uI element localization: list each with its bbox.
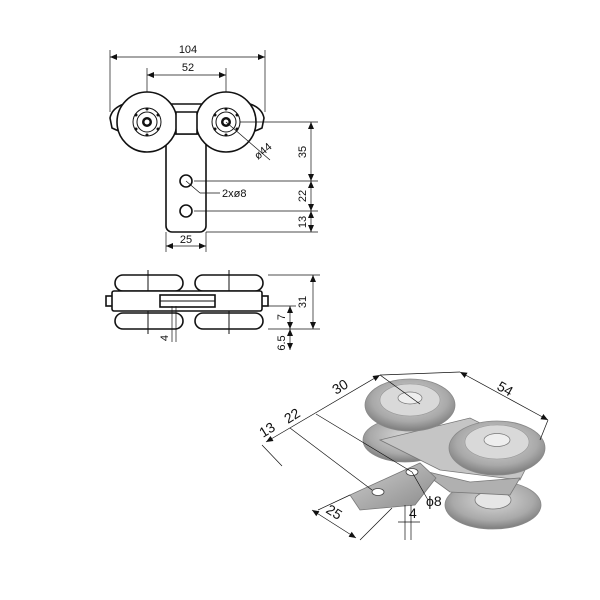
iso-dim-4: 4 bbox=[409, 505, 417, 521]
iso-plate bbox=[349, 462, 437, 511]
iso-dim-54: 54 bbox=[495, 378, 517, 400]
side-view: 31 7 6.5 4 bbox=[105, 270, 320, 351]
dim-6-5: 6.5 bbox=[276, 335, 288, 350]
dim-4-side: 4 bbox=[159, 335, 171, 341]
dim-holes: 2xø8 bbox=[222, 188, 246, 200]
iso-dim-hole: ϕ8 bbox=[426, 493, 442, 509]
iso-dim-13: 13 bbox=[256, 419, 278, 441]
isometric-view: 13 22 30 54 25 4 ϕ8 bbox=[256, 371, 549, 541]
dim-104: 104 bbox=[179, 44, 197, 56]
center-bridge bbox=[175, 111, 198, 135]
dim-13: 13 bbox=[297, 216, 309, 228]
dim-31: 31 bbox=[297, 296, 309, 308]
dim-7: 7 bbox=[276, 314, 288, 320]
dim-diameter-44: ø44 bbox=[252, 141, 274, 162]
iso-dim-22: 22 bbox=[281, 405, 303, 427]
hole-lower bbox=[179, 204, 193, 218]
iso-dim-30: 30 bbox=[329, 376, 351, 398]
front-view: 104 52 35 22 13 ø44 2xø8 25 bbox=[109, 44, 318, 252]
dim-35: 35 bbox=[297, 146, 309, 158]
dim-22: 22 bbox=[297, 190, 309, 202]
iso-dim-25: 25 bbox=[323, 501, 345, 523]
dim-52: 52 bbox=[182, 62, 194, 74]
dim-25: 25 bbox=[180, 234, 192, 246]
